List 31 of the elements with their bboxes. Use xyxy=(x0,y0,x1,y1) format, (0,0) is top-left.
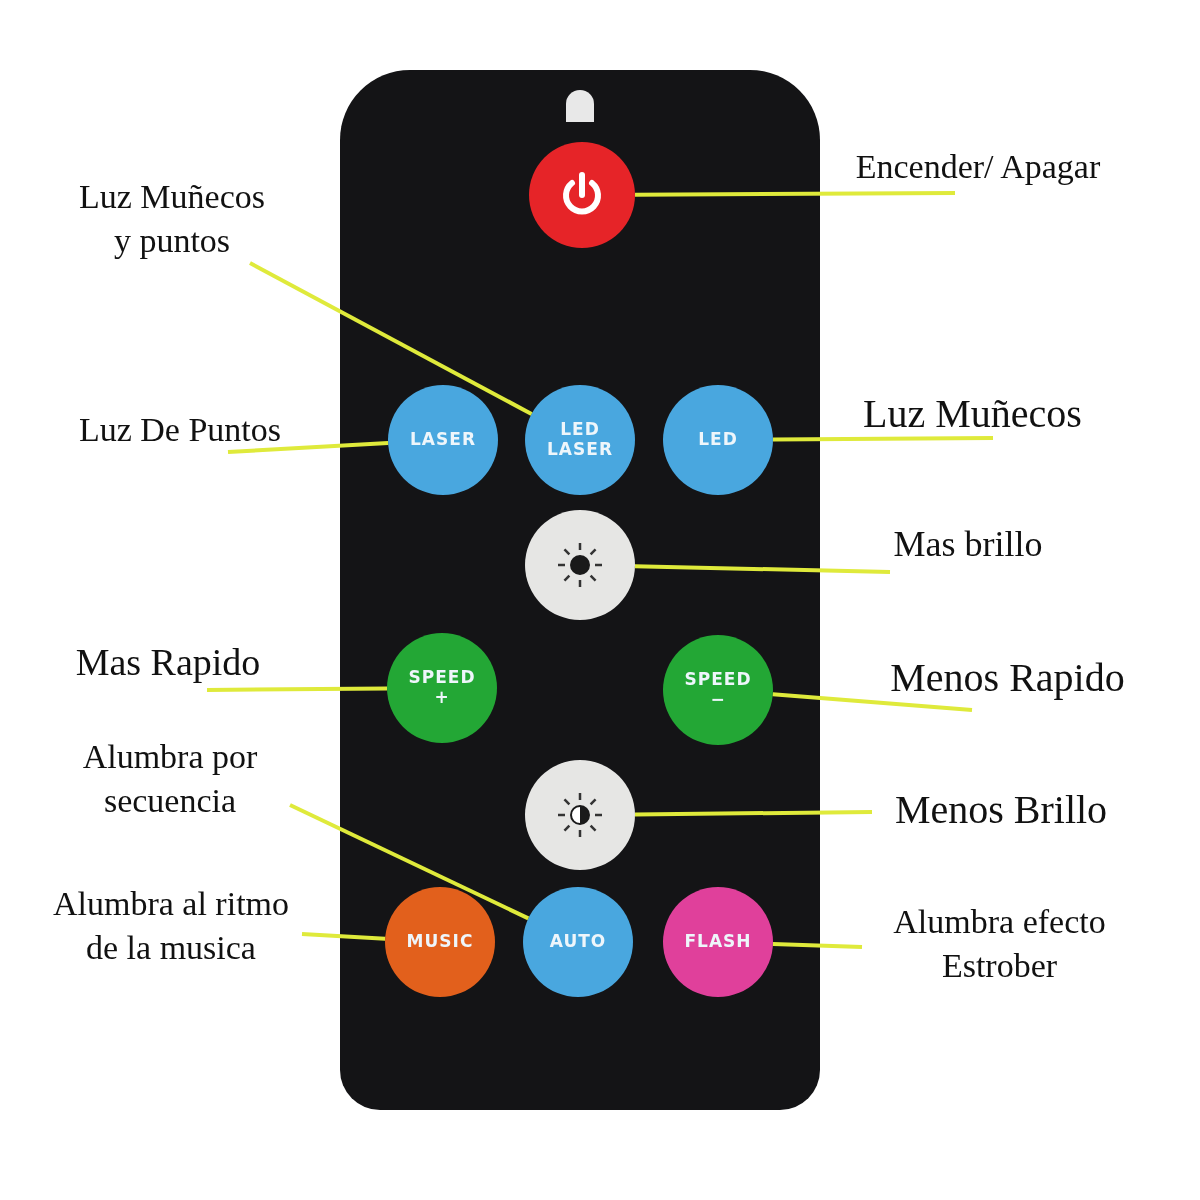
callout-label: Luz Muñecos y puntos xyxy=(72,175,272,263)
leader-line xyxy=(249,261,533,416)
leader-line xyxy=(301,932,386,941)
remote-button: MUSIC xyxy=(385,887,495,997)
remote-button: LED xyxy=(663,385,773,495)
remote-button: AUTO xyxy=(523,887,633,997)
callout-label: Alumbra por secuencia xyxy=(50,735,290,823)
callout-label: Mas Rapido xyxy=(52,640,284,690)
callout-label: Mas brillo xyxy=(868,522,1068,572)
remote-button: SPEED − xyxy=(663,635,773,745)
remote-button: LASER xyxy=(388,385,498,495)
callout-label: Luz De Puntos xyxy=(50,408,310,452)
leader-line xyxy=(772,941,863,949)
remote-button: SPEED + xyxy=(387,633,497,743)
remote-button: FLASH xyxy=(663,887,773,997)
remote-control-body xyxy=(340,70,820,1110)
callout-label: Menos Rapido xyxy=(860,656,1155,710)
callout-label: Luz Muñecos xyxy=(845,392,1100,438)
callout-label: Menos Brillo xyxy=(872,788,1130,838)
leader-line xyxy=(289,803,530,921)
leader-line xyxy=(634,810,873,817)
callout-label: Alumbra al ritmo de la musica xyxy=(40,882,302,974)
leader-line xyxy=(227,441,389,454)
leader-line xyxy=(206,686,387,692)
callout-label: Alumbra efecto Estrober xyxy=(862,900,1137,992)
leader-line xyxy=(772,692,973,712)
remote-button: LED LASER xyxy=(525,385,635,495)
leader-line xyxy=(635,191,955,197)
leader-line xyxy=(634,564,891,574)
leader-line xyxy=(773,436,993,442)
callout-label: Encender/ Apagar xyxy=(822,145,1134,193)
